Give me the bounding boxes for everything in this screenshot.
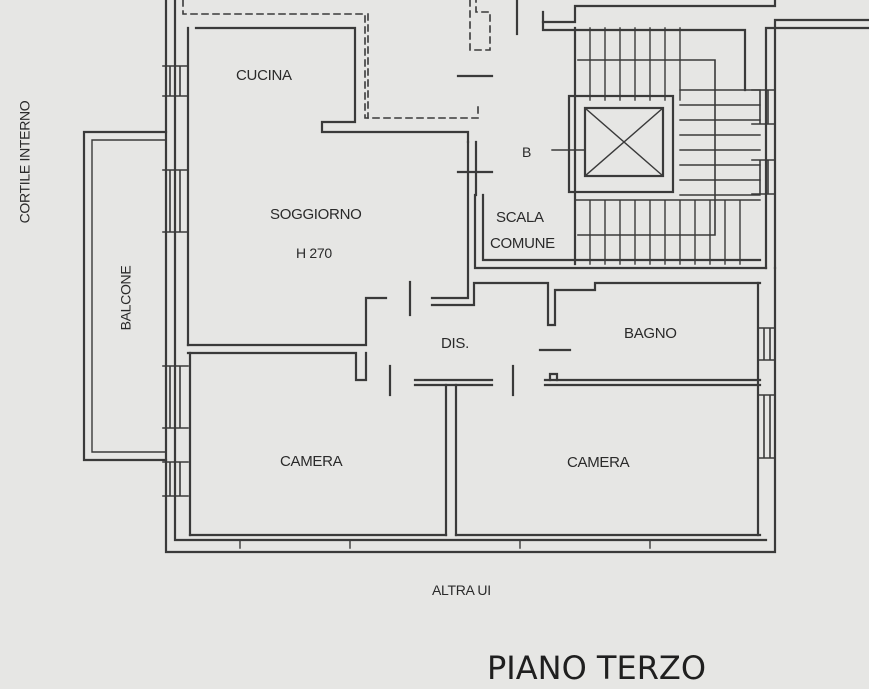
label-comune: COMUNE <box>490 235 555 252</box>
label-stair-mark: B <box>522 144 532 160</box>
scala-wall <box>473 193 768 270</box>
window-right <box>751 89 776 125</box>
dis-wall-2 <box>430 281 762 327</box>
stair-rail <box>577 59 716 236</box>
label-dis: DIS. <box>441 335 469 352</box>
camera-divider <box>444 383 458 537</box>
soggiorno-bottom-wall <box>186 296 388 347</box>
window-right <box>751 159 776 195</box>
plan-title: PIANO TERZO <box>487 649 707 687</box>
camera-door-arc <box>548 372 559 382</box>
balcony-tick <box>239 539 651 549</box>
scala-wall-2 <box>481 193 762 262</box>
elevator-inner <box>583 106 665 178</box>
label-height: H 270 <box>296 245 332 261</box>
scala-top-wall <box>541 20 747 92</box>
label-scala: SCALA <box>496 209 544 226</box>
window-left <box>162 461 189 497</box>
dis-wall <box>430 140 478 300</box>
label-cortile-interno: CORTILE INTERNO <box>16 100 33 224</box>
label-bagno: BAGNO <box>624 325 677 342</box>
stair-steps-bottom <box>574 199 761 265</box>
cucina-wall <box>194 26 470 144</box>
label-soggiorno: SOGGIORNO <box>270 206 362 223</box>
elevator-outer <box>567 94 675 194</box>
window-left <box>162 365 189 429</box>
window-right <box>757 394 776 459</box>
elevator-cross <box>584 107 664 177</box>
balcony-inner <box>91 139 167 453</box>
right-outer-wall <box>773 18 869 270</box>
label-balcone: BALCONE <box>117 265 134 331</box>
camera-top-wall-right <box>543 378 762 387</box>
dashed-top <box>182 0 479 119</box>
camera-top-wall <box>413 378 494 387</box>
dashed-right <box>469 0 491 51</box>
label-camera-right: CAMERA <box>567 454 630 471</box>
window-right <box>757 327 776 361</box>
window-left <box>162 169 189 233</box>
stair-steps <box>589 27 681 101</box>
label-altra-ui: ALTRA UI <box>432 582 491 598</box>
label-cucina: CUCINA <box>236 67 292 84</box>
label-camera-left: CAMERA <box>280 453 343 470</box>
right-inner-wall <box>764 26 869 270</box>
outer-wall-inner <box>173 0 768 542</box>
top-right-line <box>541 0 777 24</box>
balcony-outline <box>82 130 168 462</box>
soggiorno-bottom-wall-2 <box>186 351 368 382</box>
outer-wall <box>164 0 777 554</box>
window-left <box>162 65 189 97</box>
stair-steps-right <box>679 89 761 196</box>
